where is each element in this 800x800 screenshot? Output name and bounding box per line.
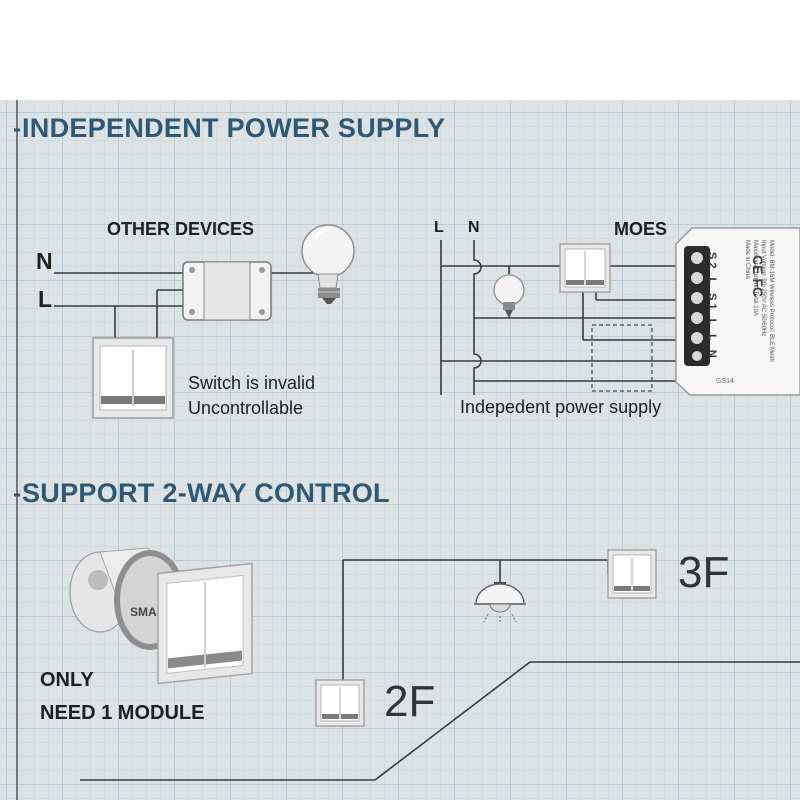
module-terminal-labels: S2 L S1 L L N (706, 252, 718, 361)
module-code-label: GS14 (716, 378, 734, 385)
uncontrollable-label: Uncontrollable (188, 398, 304, 418)
right-wiring (440, 240, 690, 395)
ceiling-light-icon (474, 582, 526, 624)
module-brand-label: SMA (130, 605, 157, 619)
moes-module: Model: BM-16M Wireless Protocol: BLE Mes… (675, 227, 800, 396)
switch-2f (315, 679, 365, 727)
relay-device (182, 261, 272, 321)
neutral-label-right: N (468, 219, 480, 236)
live-label-right: L (434, 219, 444, 236)
neutral-label-left: N (36, 248, 53, 274)
grid-background (0, 100, 800, 800)
svg-text:Model: BM-16M Wireless Protoc: Model: BM-16M Wireless Protocol: BLE Mes… (768, 240, 774, 362)
other-devices-label: OTHER DEVICES (107, 219, 255, 239)
wall-switch-left (92, 337, 174, 419)
switch-3f (607, 549, 657, 599)
need-one-module-label: NEED 1 MODULE (40, 702, 205, 724)
dashed-frame (591, 324, 653, 392)
live-label-left: L (38, 286, 53, 312)
floor-3f-label: 3F (678, 548, 730, 597)
moes-label: MOES (614, 219, 668, 239)
section-title-two-way: SUPPORT 2-WAY CONTROL (22, 478, 390, 508)
independent-power-caption: Indepedent power supply (460, 397, 662, 417)
floor-2f-label: 2F (384, 677, 436, 726)
svg-text:Maximum Current: Total 10A: Maximum Current: Total 10A (752, 240, 758, 316)
svg-text:CE FC: CE FC (750, 255, 766, 297)
wall-switch-right (559, 243, 611, 293)
switch-invalid-label: Switch is invalid (188, 373, 316, 393)
floor-wiring (80, 559, 800, 781)
big-wall-switch (157, 562, 253, 685)
only-label: ONLY (40, 669, 94, 691)
small-bulb-icon (493, 274, 525, 316)
svg-text:Input Voltage: 90~250V AC 50/6: Input Voltage: 90~250V AC 50/60Hz (760, 240, 766, 336)
section-title-independent: INDEPENDENT POWER SUPPLY (22, 113, 446, 143)
light-bulb-icon (301, 224, 355, 304)
left-wiring (54, 272, 318, 338)
svg-text:Made in China: Made in China (744, 240, 750, 279)
